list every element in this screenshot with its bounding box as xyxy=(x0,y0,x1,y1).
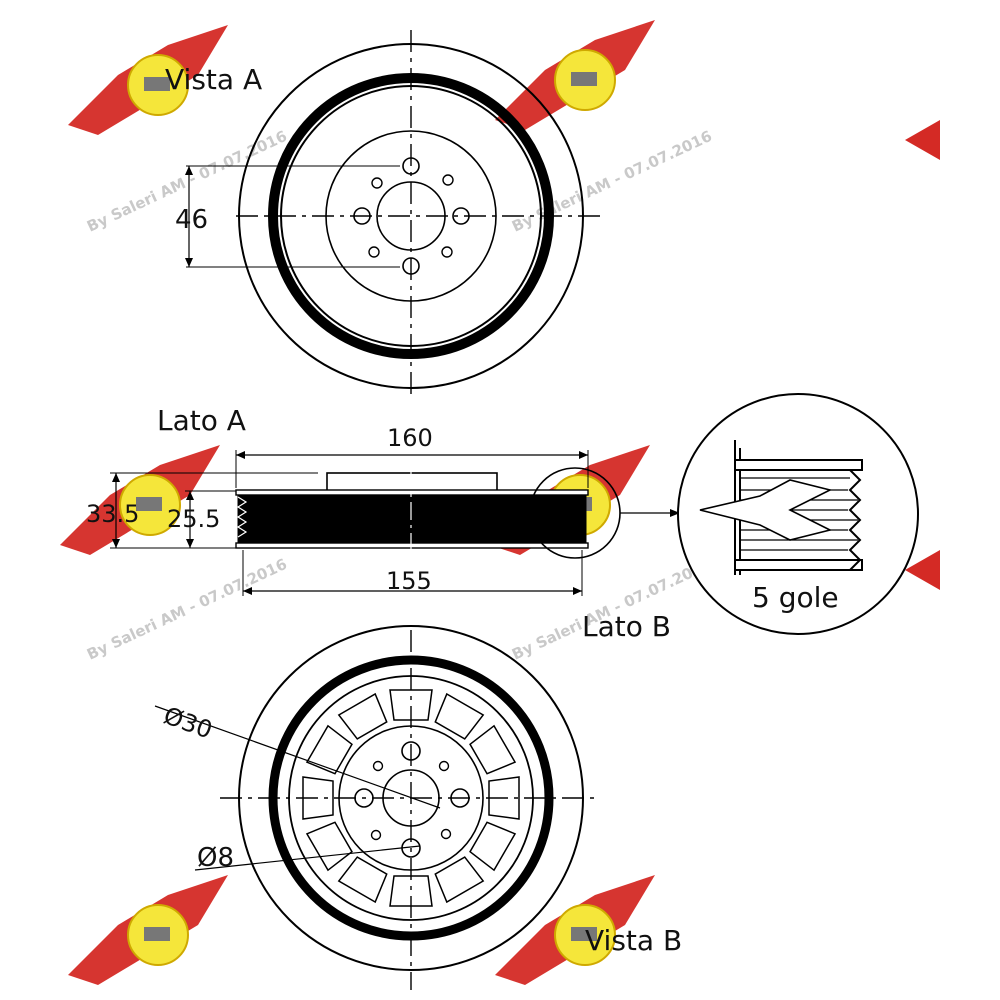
dimension-bolt-spacing: 46 xyxy=(175,205,208,235)
small-hole xyxy=(370,829,382,841)
dimension-hub-diameter: Ø30 xyxy=(160,701,216,744)
center-bore xyxy=(382,769,440,827)
watermark-logo xyxy=(495,875,655,985)
bolt-hole xyxy=(450,788,470,808)
small-hole xyxy=(442,174,454,186)
dimension-total-width: 33.5 xyxy=(86,500,139,528)
dimension-arrow xyxy=(112,473,120,548)
small-hole xyxy=(368,246,380,258)
groove-profile-left xyxy=(236,496,248,538)
bolt-hole xyxy=(452,207,470,225)
bolt-hole xyxy=(353,207,371,225)
vista-a-view xyxy=(185,30,600,400)
watermark-text: By Saleri AM - 07.07.2016 xyxy=(84,555,290,664)
spoke-pocket xyxy=(389,689,433,721)
spoke-pocket xyxy=(434,692,485,740)
watermark-wing xyxy=(905,120,940,160)
spoke-pocket xyxy=(469,724,517,775)
small-hole xyxy=(371,177,383,189)
center-bore xyxy=(376,181,446,251)
spoke-pocket xyxy=(305,724,353,775)
bolt-hole xyxy=(402,257,420,275)
bolt-hole xyxy=(401,741,421,761)
watermark-logo: QUICK SERVICE xyxy=(60,445,220,560)
spoke-pocket xyxy=(434,856,485,904)
label-lato-b: Lato B xyxy=(582,610,671,643)
small-hole xyxy=(440,828,452,840)
spoke-pocket xyxy=(302,776,334,820)
groove-detail xyxy=(677,393,919,635)
small-hole xyxy=(372,760,384,772)
label-vista-b: Vista B xyxy=(585,924,682,957)
small-hole xyxy=(441,246,453,258)
bolt-hole xyxy=(354,788,374,808)
detail-arrow-shape xyxy=(699,479,833,541)
detail-groove-profile xyxy=(848,469,862,571)
dimension-belt-width: 25.5 xyxy=(167,505,220,533)
detail-flange-bottom xyxy=(734,559,863,571)
dimension-outer-diameter: 160 xyxy=(387,424,433,452)
label-grooves: 5 gole xyxy=(752,581,839,614)
detail-arrow xyxy=(670,509,680,517)
pulley-belt-ring-inner xyxy=(280,85,542,347)
leader-line-hub xyxy=(154,705,441,809)
pulley-profile xyxy=(237,490,587,549)
watermark-logo: QUICK SERVICE xyxy=(68,25,228,140)
pulley-outer-rim xyxy=(238,625,584,971)
small-hole xyxy=(438,760,450,772)
side-view xyxy=(110,440,680,596)
label-vista-a: Vista A xyxy=(165,63,262,96)
spoke-pocket xyxy=(305,821,353,872)
pulley-belt-ring xyxy=(268,655,554,941)
svg-text:QUICK SERVICE: QUICK SERVICE xyxy=(133,114,186,140)
detail-flange-top xyxy=(734,459,863,471)
pulley-flange-bottom xyxy=(235,542,589,549)
hub-profile xyxy=(326,472,498,492)
spoke-pocket xyxy=(337,692,388,740)
watermark-logo xyxy=(68,875,228,985)
svg-text:QUICK SERVICE: QUICK SERVICE xyxy=(125,534,178,560)
pulley-belt-ring xyxy=(268,73,554,359)
pulley-outer-rim xyxy=(238,43,584,389)
hub-flange xyxy=(325,130,497,302)
dimension-belt-diameter: 155 xyxy=(386,567,432,595)
svg-text:QUICK SERVICE: QUICK SERVICE xyxy=(560,109,613,135)
watermark-logo: QUICK SERVICE xyxy=(495,20,655,135)
spoke-pocket xyxy=(469,821,517,872)
spoke-pocket xyxy=(488,776,520,820)
spoke-pocket xyxy=(389,875,433,907)
hub-circle xyxy=(338,725,484,871)
pulley-belt-ring-inner xyxy=(288,675,534,921)
spoke-pockets xyxy=(302,689,520,907)
bolt-hole xyxy=(402,157,420,175)
label-lato-a: Lato A xyxy=(157,404,246,437)
leader-line-hole xyxy=(194,845,421,871)
vista-b-view xyxy=(154,625,600,990)
pulley-flange-top xyxy=(235,489,589,496)
watermark-wing xyxy=(905,550,940,590)
spoke-pocket xyxy=(337,856,388,904)
dimension-hole-diameter: Ø8 xyxy=(197,843,234,873)
